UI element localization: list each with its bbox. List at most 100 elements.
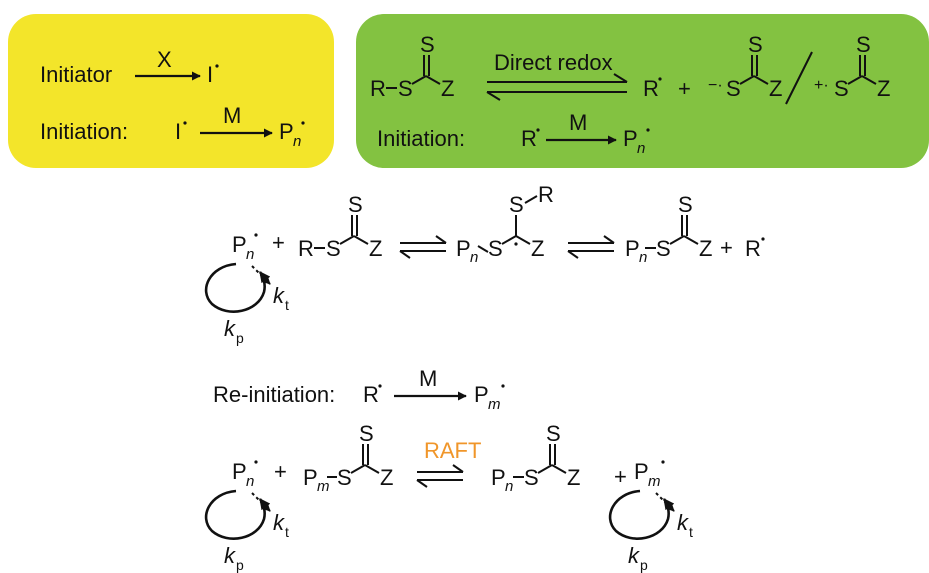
radical-dot: [661, 460, 665, 464]
prod-p-sub: n: [505, 478, 513, 495]
radical-dot: [658, 77, 662, 81]
bond: [477, 245, 489, 253]
arrow-label-m: M: [419, 366, 437, 391]
kp-label: k: [224, 316, 236, 341]
product-r: R: [643, 76, 659, 101]
cta-s-top: S: [420, 32, 435, 57]
anion-z: Z: [769, 76, 782, 101]
radical-dot: [501, 384, 505, 388]
radical-dot: [254, 233, 258, 237]
prod-z: Z: [699, 236, 712, 261]
prod-s: S: [524, 465, 539, 490]
cta-s-bridge: S: [398, 76, 413, 101]
reinitiation: Re-initiation: R M P m: [213, 366, 505, 413]
radical-dot: [536, 128, 540, 132]
kp-label: k: [224, 543, 236, 568]
eq-harpoon-forward-head: [435, 235, 447, 244]
termination-arrow: [251, 492, 271, 512]
dormant-p: P: [303, 465, 318, 490]
int-top-s: S: [509, 192, 524, 217]
yellow-box-line1: Initiator X I: [40, 47, 219, 87]
pre-equilibrium: P n k t k p + R S S Z P n S S R: [204, 182, 765, 346]
termination-arrow: [655, 492, 675, 512]
int-s: S: [488, 236, 503, 261]
dormant-p-sub: m: [317, 478, 330, 495]
kp-sub: p: [236, 330, 244, 346]
bond: [411, 75, 427, 85]
eq-arrow-back-head: [486, 91, 501, 101]
arrow-label-m: M: [223, 103, 241, 128]
initiation-product-sub: n: [293, 133, 301, 150]
kp-sub: p: [236, 557, 244, 573]
radical-dot: [183, 121, 187, 125]
eq-arrow-forward-head: [613, 73, 628, 83]
bond: [350, 464, 366, 474]
bond: [339, 235, 355, 245]
bond: [537, 464, 553, 474]
prod-p-sub: n: [639, 249, 647, 266]
initiation-label: Initiation:: [377, 126, 465, 151]
dormant-s-top: S: [359, 421, 374, 446]
green-box-line2: Initiation: R M P n: [377, 110, 650, 157]
cta-r: R: [298, 236, 314, 261]
plus: +: [614, 464, 627, 489]
int-p-sub: n: [470, 249, 478, 266]
anion-s-top: S: [748, 32, 763, 57]
bond: [501, 235, 517, 245]
eq-harpoon-back-head: [399, 250, 411, 259]
cta-s-bridge: S: [326, 236, 341, 261]
termination-arrow: [251, 265, 271, 285]
cation-prefix: +·: [814, 77, 829, 94]
radical-dot: [301, 121, 305, 125]
radical-pn: P: [232, 232, 247, 257]
initiation-product: P: [279, 119, 294, 144]
dormant-z: Z: [380, 465, 393, 490]
bond: [524, 195, 538, 204]
yellow-box-line2: Initiation: I M P n: [40, 103, 305, 150]
kp-sub: p: [640, 557, 648, 573]
radical-pm-sub: m: [648, 473, 661, 490]
radical-dot: [378, 384, 382, 388]
raft-label: RAFT: [424, 438, 481, 463]
int-top-r: R: [538, 182, 554, 207]
anion-prefix: −·: [708, 77, 723, 94]
prod-s-top: S: [546, 421, 561, 446]
bond: [353, 235, 369, 245]
plus: +: [678, 76, 691, 101]
kt-label: k: [273, 283, 285, 308]
radical-dot: [646, 128, 650, 132]
prod-p: P: [625, 236, 640, 261]
kp-label: k: [628, 543, 640, 568]
bond: [551, 464, 567, 474]
reinitiation-reactant: R: [363, 382, 379, 407]
initiation-reactant: I: [175, 119, 181, 144]
radical-pn-sub: n: [246, 246, 254, 263]
yellow-box: [8, 14, 334, 168]
radical-dot: [254, 460, 258, 464]
int-z: Z: [531, 236, 544, 261]
arrow-label-m: M: [569, 110, 587, 135]
main-equilibrium: P n k t k p + P m S S Z RAFT P n S: [204, 421, 693, 573]
arrow-label-x: X: [157, 47, 172, 72]
bond: [683, 235, 699, 245]
bond: [861, 75, 877, 85]
slash-divider: [785, 51, 813, 105]
initiation-label: Initiation:: [40, 119, 128, 144]
reinitiation-product-sub: m: [488, 396, 501, 413]
green-box-line1: R S S Z Direct redox R + −· S S Z +· S: [370, 32, 890, 105]
kt-sub: t: [285, 297, 289, 313]
anion-s: S: [726, 76, 741, 101]
direct-redox-label: Direct redox: [494, 50, 613, 75]
prod-z: Z: [567, 465, 580, 490]
cta-z: Z: [441, 76, 454, 101]
dormant-s: S: [337, 465, 352, 490]
prod-s: S: [656, 236, 671, 261]
plus: +: [274, 459, 287, 484]
eq-harpoon-back-head: [567, 250, 579, 259]
initiator-label: Initiator: [40, 62, 112, 87]
reinitiation-label: Re-initiation:: [213, 382, 335, 407]
cation-z: Z: [877, 76, 890, 101]
bond: [739, 75, 755, 85]
bond: [515, 235, 531, 245]
kt-sub: t: [689, 524, 693, 540]
